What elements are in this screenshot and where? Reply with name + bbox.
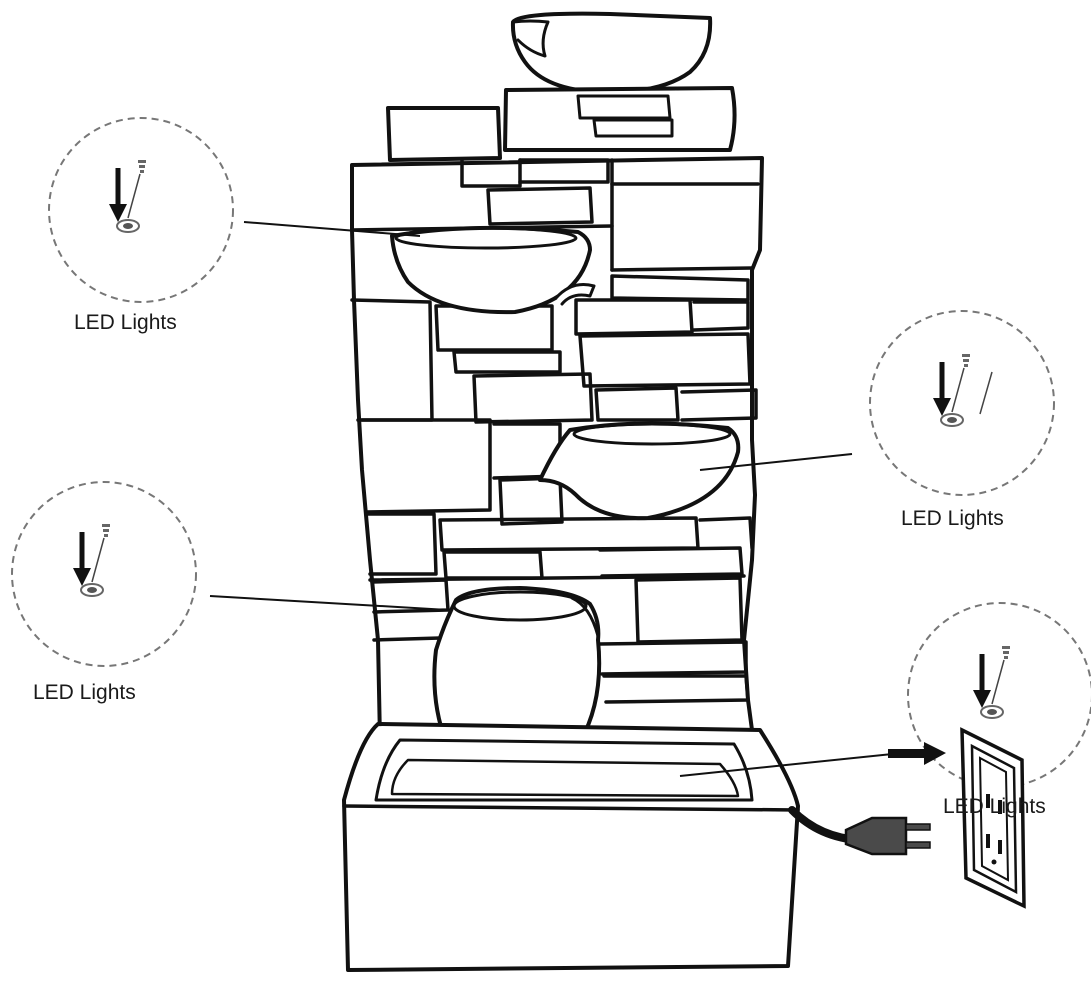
led-light-icon: [973, 646, 1010, 718]
leader-mid-left: [209, 595, 449, 611]
bowl-middle: [538, 421, 741, 521]
callout-lines: [209, 221, 893, 777]
led-light-icon: [109, 160, 146, 232]
leader-top-left: [243, 221, 421, 237]
basin: [342, 722, 800, 972]
callout-circle-mid-left: [11, 481, 197, 667]
arrow-right-icon: [888, 742, 946, 765]
led-lights-label-mid-right: LED Lights: [901, 507, 1004, 530]
top-bowl: [510, 11, 713, 95]
power-assembly: [788, 727, 1026, 909]
led-lights-label-mid-left: LED Lights: [33, 681, 136, 704]
fountain-illustration: [342, 11, 800, 972]
led-light-icon: [73, 524, 110, 596]
callout-circle-mid-right: [869, 310, 1055, 496]
led-light-icon: [933, 354, 970, 426]
power-plug-icon: [844, 816, 931, 856]
leader-bottom-right: [679, 753, 893, 777]
callout-circle-top-left: [48, 117, 234, 303]
led-lights-label-bottom-right: LED Lights: [943, 795, 1046, 818]
led-lights-label-top-left: LED Lights: [74, 311, 177, 334]
leader-mid-right: [699, 453, 853, 471]
wall-outlet-icon: [960, 727, 1026, 909]
